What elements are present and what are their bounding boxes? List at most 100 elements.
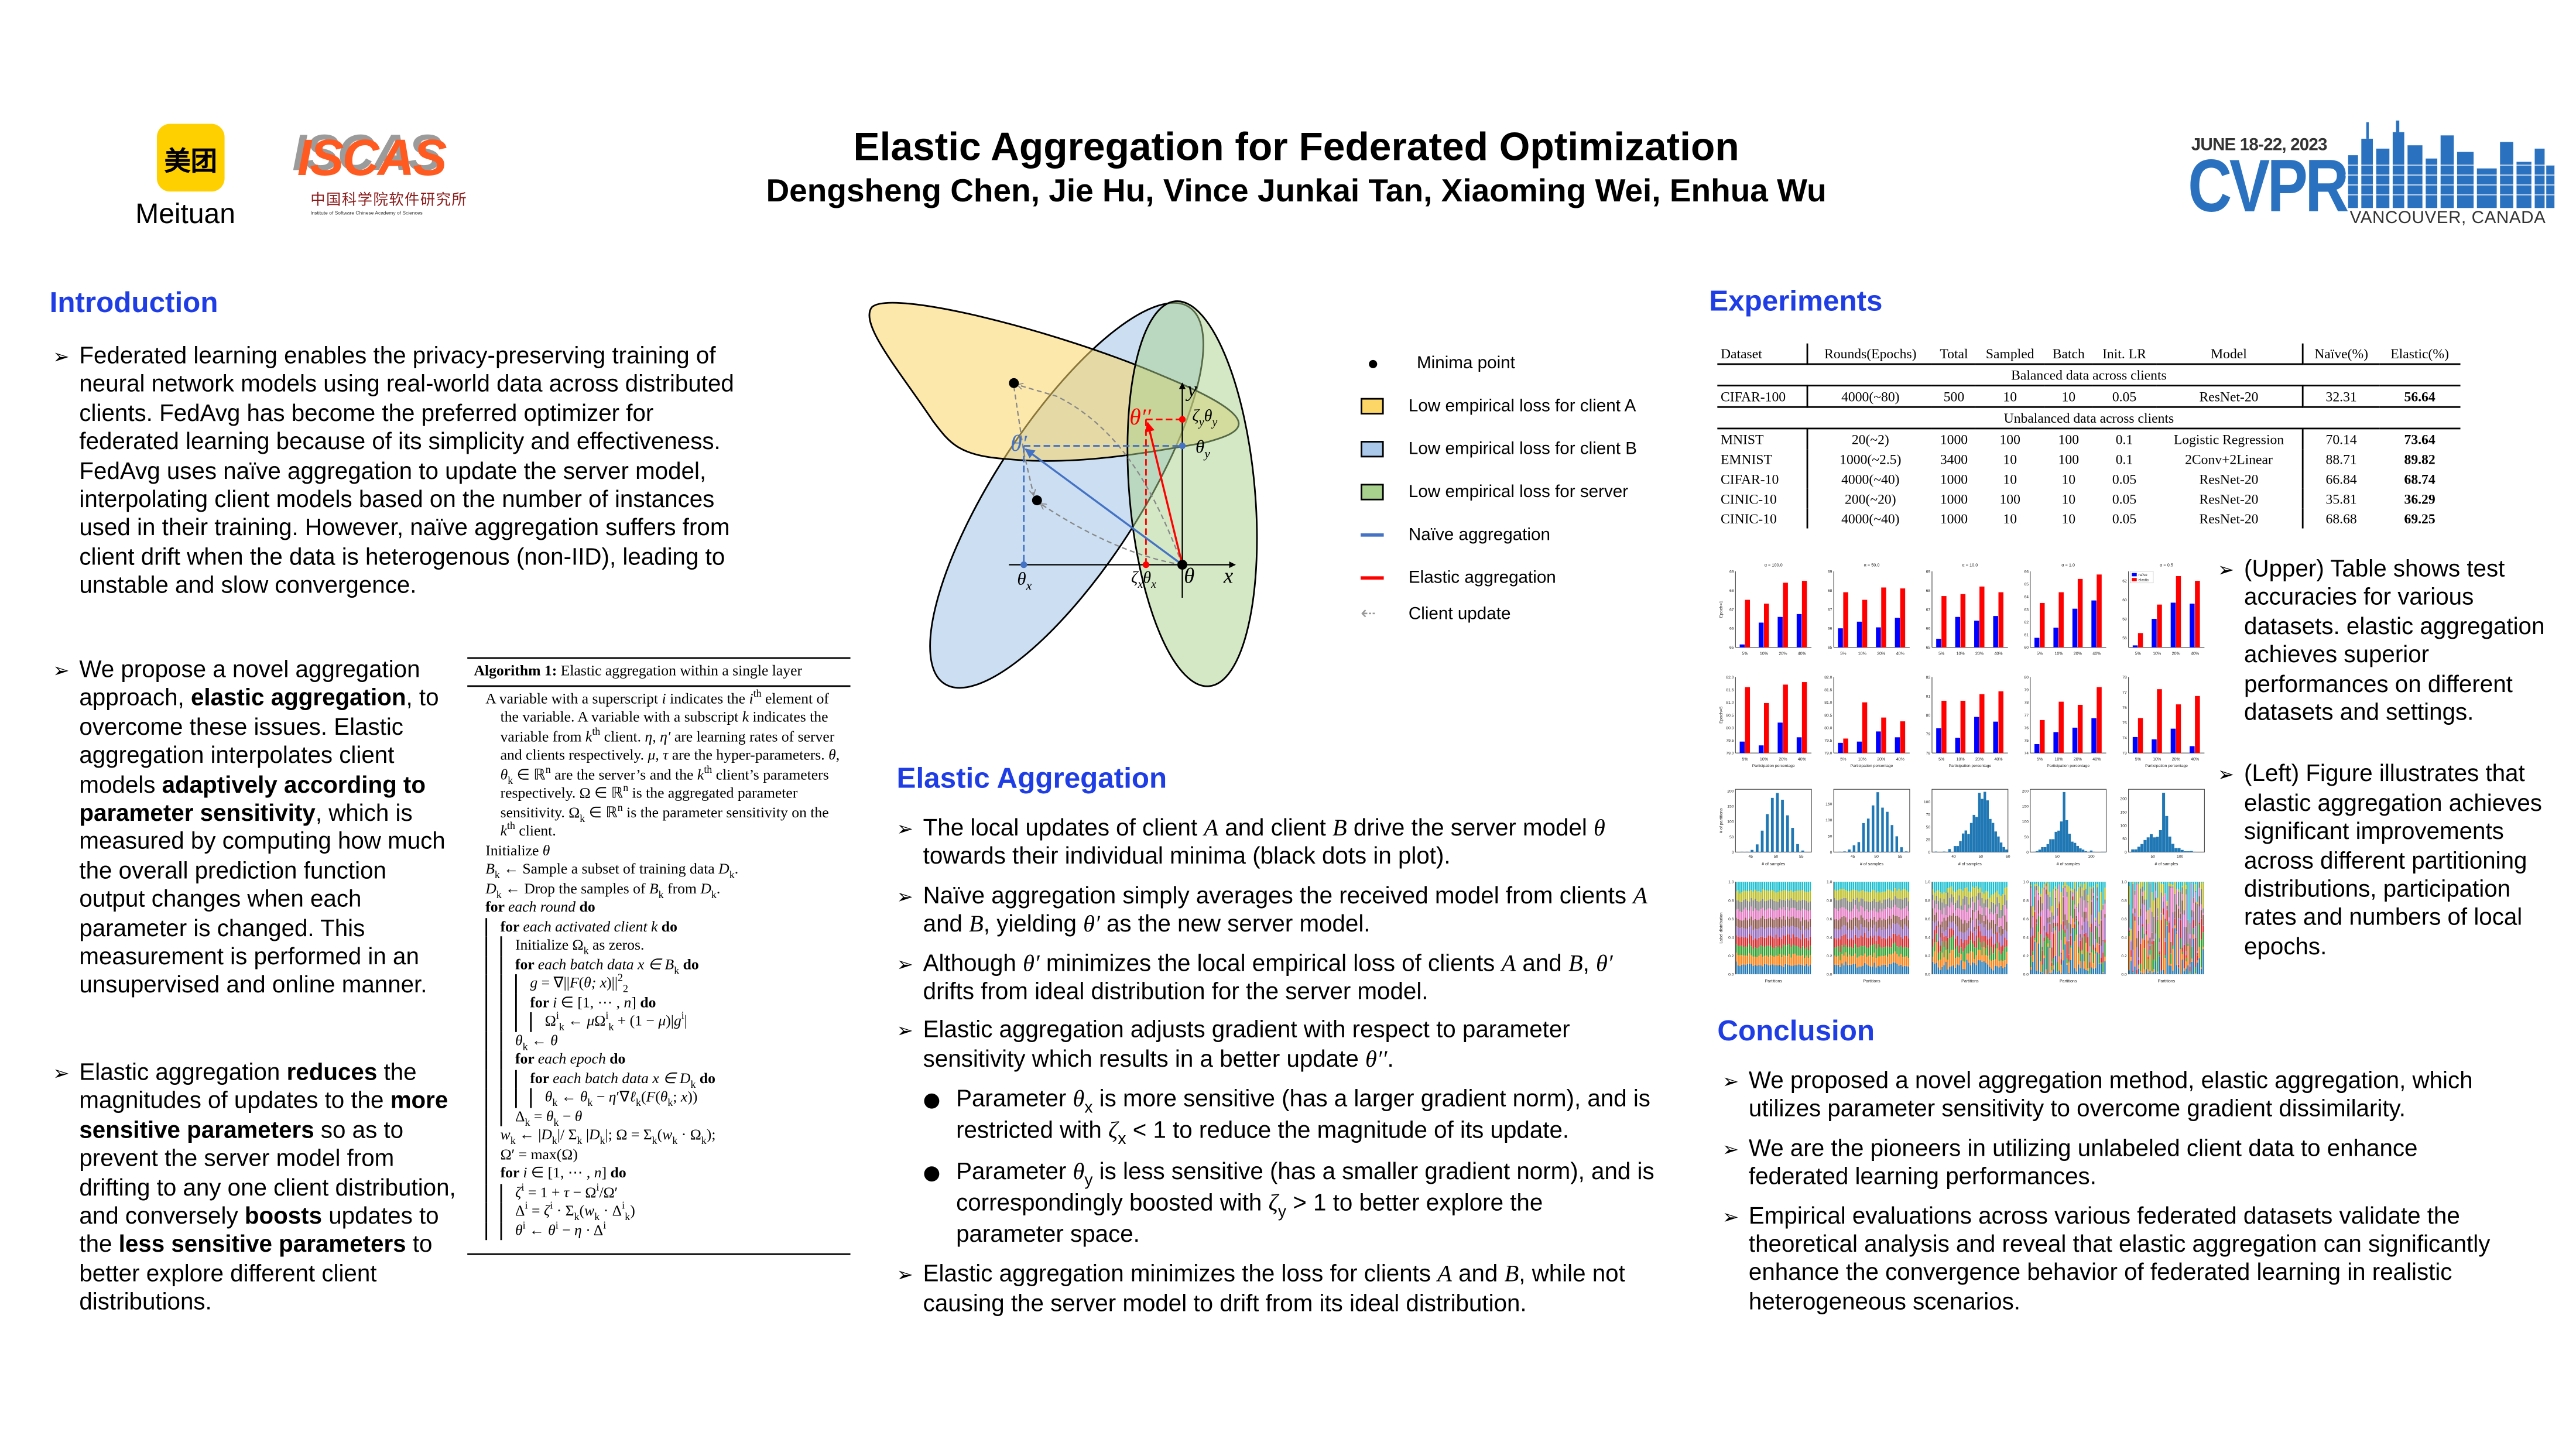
- label-share-segment: [1756, 882, 1758, 892]
- label-share-segment: [2002, 916, 2004, 929]
- label-share-segment: [2060, 953, 2062, 954]
- y-tick-label: 79: [2024, 688, 2029, 693]
- label-share-segment: [2193, 928, 2195, 935]
- y-tick-label: 200: [1727, 789, 1734, 793]
- label-share-segment: [1847, 930, 1849, 939]
- label-share-segment: [2168, 917, 2170, 921]
- label-share-segment: [2185, 882, 2187, 885]
- label-share-segment: [1835, 900, 1837, 909]
- algorithm-line-text: θi ← θi − η · Δi: [515, 1219, 606, 1240]
- label-share-segment: [2049, 922, 2051, 924]
- label-share-segment: [1873, 882, 1875, 890]
- histogram-bar: [1857, 842, 1861, 852]
- histogram-bar: [1843, 851, 1846, 852]
- label-share-segment: [2164, 893, 2166, 919]
- group-label: Balanced data across clients: [1717, 364, 2461, 386]
- text-run: client’s parameters respectively. Ω ∈ ℝ: [500, 765, 829, 801]
- label-share-segment: [2087, 937, 2089, 952]
- table-cell: CINIC-10: [1717, 488, 1809, 509]
- label-share-segment: [2097, 883, 2098, 888]
- math-run: k: [585, 727, 592, 744]
- label-share-segment: [2140, 882, 2142, 889]
- label-share-segment: [1864, 920, 1866, 928]
- label-share-segment: [1945, 882, 1947, 893]
- indent-guide: [530, 1088, 544, 1108]
- label-share-segment: [2187, 933, 2189, 944]
- label-share-segment: [1931, 921, 1934, 939]
- math-run: B: [1568, 950, 1583, 977]
- label-share-segment: [2198, 947, 2200, 958]
- subscript: y: [1212, 416, 1218, 430]
- label-share-segment: [1992, 920, 1995, 934]
- histogram-bar: [2153, 837, 2156, 852]
- label-share-segment: [1968, 891, 1969, 905]
- label-share-segment: [1845, 882, 1847, 890]
- label-share-segment: [1760, 927, 1762, 937]
- algorithm-line: Initialize Ωk as zeros.: [467, 936, 850, 957]
- label-share-segment: [1798, 955, 1800, 965]
- label-share-segment: [2004, 915, 2006, 930]
- math-run: each activated client k: [523, 917, 658, 934]
- label-share-segment: [2070, 916, 2072, 924]
- label-share-segment: [2030, 928, 2032, 937]
- label-share-segment: [1741, 955, 1743, 965]
- label-share-segment: [2181, 914, 2183, 948]
- math-run: μ: [658, 1012, 666, 1029]
- label-share-segment: [2104, 882, 2106, 888]
- math-run: D: [700, 879, 711, 896]
- x-tick-label: 20%: [1877, 758, 1886, 762]
- label-share-segment: [2102, 941, 2104, 953]
- label-share-segment: [1756, 957, 1758, 966]
- label-share-segment: [1752, 900, 1754, 912]
- label-share-segment: [1858, 882, 1860, 892]
- label-share-segment: [2172, 928, 2174, 946]
- label-share-segment: [1796, 917, 1798, 927]
- math-run: θ: [544, 1088, 553, 1105]
- text-run: Δ: [515, 1107, 525, 1124]
- x-tick-label: 40%: [2092, 652, 2101, 656]
- label-share-segment: [1806, 955, 1807, 964]
- x-tick-label: 40: [1951, 855, 1956, 859]
- label-share-segment: [1998, 902, 2000, 919]
- label-share-segment: [1906, 915, 1907, 927]
- label-share-segment: [2043, 888, 2045, 890]
- math-run: ℓ: [629, 1088, 636, 1105]
- y-tick-label: 68: [1828, 589, 1832, 593]
- label-share-segment: [1743, 920, 1745, 929]
- indent-guide: [500, 1183, 515, 1203]
- y-tick-label: 69: [1729, 570, 1734, 574]
- x-axis-label: x: [1223, 563, 1234, 588]
- x-tick-label: 5%: [1938, 652, 1945, 656]
- label-share-segment: [1962, 943, 1964, 952]
- label-share-segment: [2137, 925, 2140, 931]
- label-share-segment: [2145, 934, 2147, 936]
- label-share-segment: [2085, 970, 2087, 975]
- histogram-bar: [1770, 797, 1774, 852]
- label-share-segment: [2034, 910, 2036, 912]
- y-tick-label: 50: [1729, 835, 1734, 840]
- text-run: th: [704, 763, 712, 776]
- label-share-segment: [1941, 967, 1943, 975]
- label-share-segment: [2057, 926, 2058, 962]
- label-share-segment: [2155, 939, 2157, 961]
- text-run: th: [753, 687, 762, 700]
- label-share-segment: [2057, 972, 2058, 975]
- x-tick-label: 10%: [1957, 758, 1965, 762]
- label-share-segment: [2089, 962, 2091, 968]
- label-share-segment: [2180, 920, 2181, 938]
- label-share-segment: [1879, 909, 1881, 918]
- label-share-segment: [1989, 898, 1991, 909]
- text-run: k: [667, 1098, 673, 1109]
- label-share-segment: [1869, 945, 1872, 955]
- label-share-segment: [1868, 955, 1869, 966]
- label-share-segment: [1960, 909, 1962, 920]
- label-share-segment: [1900, 926, 1902, 937]
- label-share-segment: [2032, 882, 2034, 907]
- label-share-segment: [1739, 882, 1741, 894]
- label-share-segment: [1751, 882, 1752, 890]
- text-run: i: [522, 1219, 526, 1231]
- histogram-bar: [1876, 792, 1879, 852]
- label-share-segment: [1862, 965, 1864, 975]
- label-share-segment: [1762, 916, 1764, 928]
- label-share-segment: [2097, 898, 2098, 901]
